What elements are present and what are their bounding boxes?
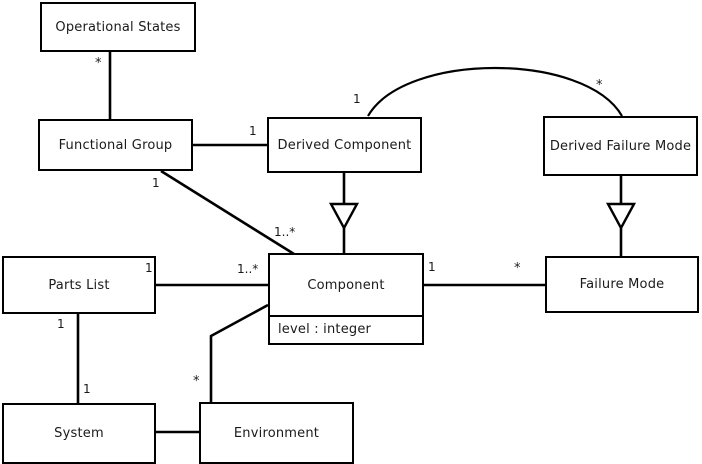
class-box-environment[interactable]: Environment — [199, 402, 354, 464]
class-name-system: System — [54, 426, 104, 441]
generalization-triangle-derived-failure-mode — [605, 202, 637, 231]
multiplicity-functional-group-component-source: 1 — [152, 176, 160, 190]
class-name-environment: Environment — [233, 425, 320, 441]
multiplicity-environment-component: * — [193, 374, 200, 389]
multiplicity-parts-list-component-target: 1..* — [237, 262, 259, 276]
class-name-parts-list: Parts List — [48, 277, 110, 293]
multiplicity-derived-failure-mode-side: * — [596, 78, 603, 93]
multiplicity-parts-list-system-source: 1 — [57, 317, 65, 331]
multiplicity-parts-list-system-target: 1 — [83, 382, 91, 396]
class-box-component[interactable]: Component level : integer — [268, 253, 424, 345]
class-box-system[interactable]: System — [2, 403, 156, 464]
class-box-failure-mode[interactable]: Failure Mode — [545, 256, 699, 313]
class-box-derived-component[interactable]: Derived Component — [267, 117, 422, 173]
multiplicity-component-failure-mode-target: * — [514, 261, 521, 276]
multiplicity-derived-component-side: 1 — [353, 92, 361, 106]
multiplicity-functional-group-derived-component: 1 — [249, 124, 257, 138]
generalization-triangle-derived-component — [328, 202, 360, 231]
association-environment-component — [209, 303, 269, 402]
class-box-parts-list[interactable]: Parts List — [2, 256, 156, 314]
class-name-failure-mode: Failure Mode — [579, 277, 665, 292]
association-functional-group-component — [160, 169, 295, 256]
class-name-component: Component — [307, 277, 385, 293]
multiplicity-functional-group-component-target: 1..* — [274, 225, 296, 239]
class-box-functional-group[interactable]: Functional Group — [38, 119, 193, 171]
multiplicity-operational-states-functional-group: * — [95, 56, 102, 71]
class-name-functional-group: Functional Group — [58, 137, 173, 153]
class-name-derived-failure-mode: Derived Failure Mode — [549, 138, 692, 154]
class-attribute-component-level: level : integer — [270, 315, 422, 342]
class-box-derived-failure-mode[interactable]: Derived Failure Mode — [543, 116, 698, 176]
class-box-operational-states[interactable]: Operational States — [40, 2, 196, 52]
association-derived-component-derived-failure-mode — [367, 67, 623, 117]
class-name-operational-states: Operational States — [55, 19, 181, 35]
class-name-derived-component: Derived Component — [277, 137, 412, 153]
multiplicity-component-failure-mode-source: 1 — [428, 260, 436, 274]
multiplicity-parts-list-component-source: 1 — [145, 261, 153, 275]
